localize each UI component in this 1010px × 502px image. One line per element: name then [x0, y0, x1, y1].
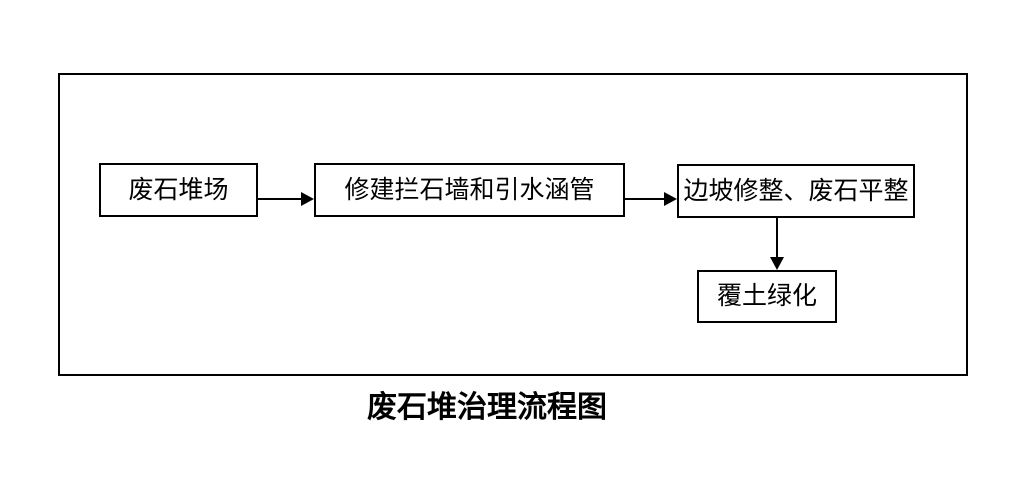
- arrow-right-icon: [301, 192, 314, 206]
- flow-node-label: 废石堆场: [128, 176, 229, 204]
- flow-node-label: 修建拦石墙和引水涵管: [344, 176, 595, 204]
- flow-node-soil-cover-greening: 覆土绿化: [697, 270, 837, 323]
- arrow-line: [625, 198, 665, 200]
- diagram-border: [58, 73, 968, 376]
- flow-node-label: 覆土绿化: [716, 283, 817, 310]
- flow-node-build-wall-and-culvert: 修建拦石墙和引水涵管: [314, 163, 625, 217]
- arrow-line: [776, 218, 778, 258]
- flow-node-slope-and-leveling: 边坡修整、废石平整: [677, 164, 915, 218]
- arrow-down-icon: [770, 257, 784, 270]
- flow-node-waste-rock-yard: 废石堆场: [99, 163, 258, 217]
- diagram-caption: 废石堆治理流程图: [367, 391, 607, 424]
- flow-node-label: 边坡修整、废石平整: [683, 177, 909, 205]
- arrow-right-icon: [664, 192, 677, 206]
- arrow-line: [258, 198, 302, 200]
